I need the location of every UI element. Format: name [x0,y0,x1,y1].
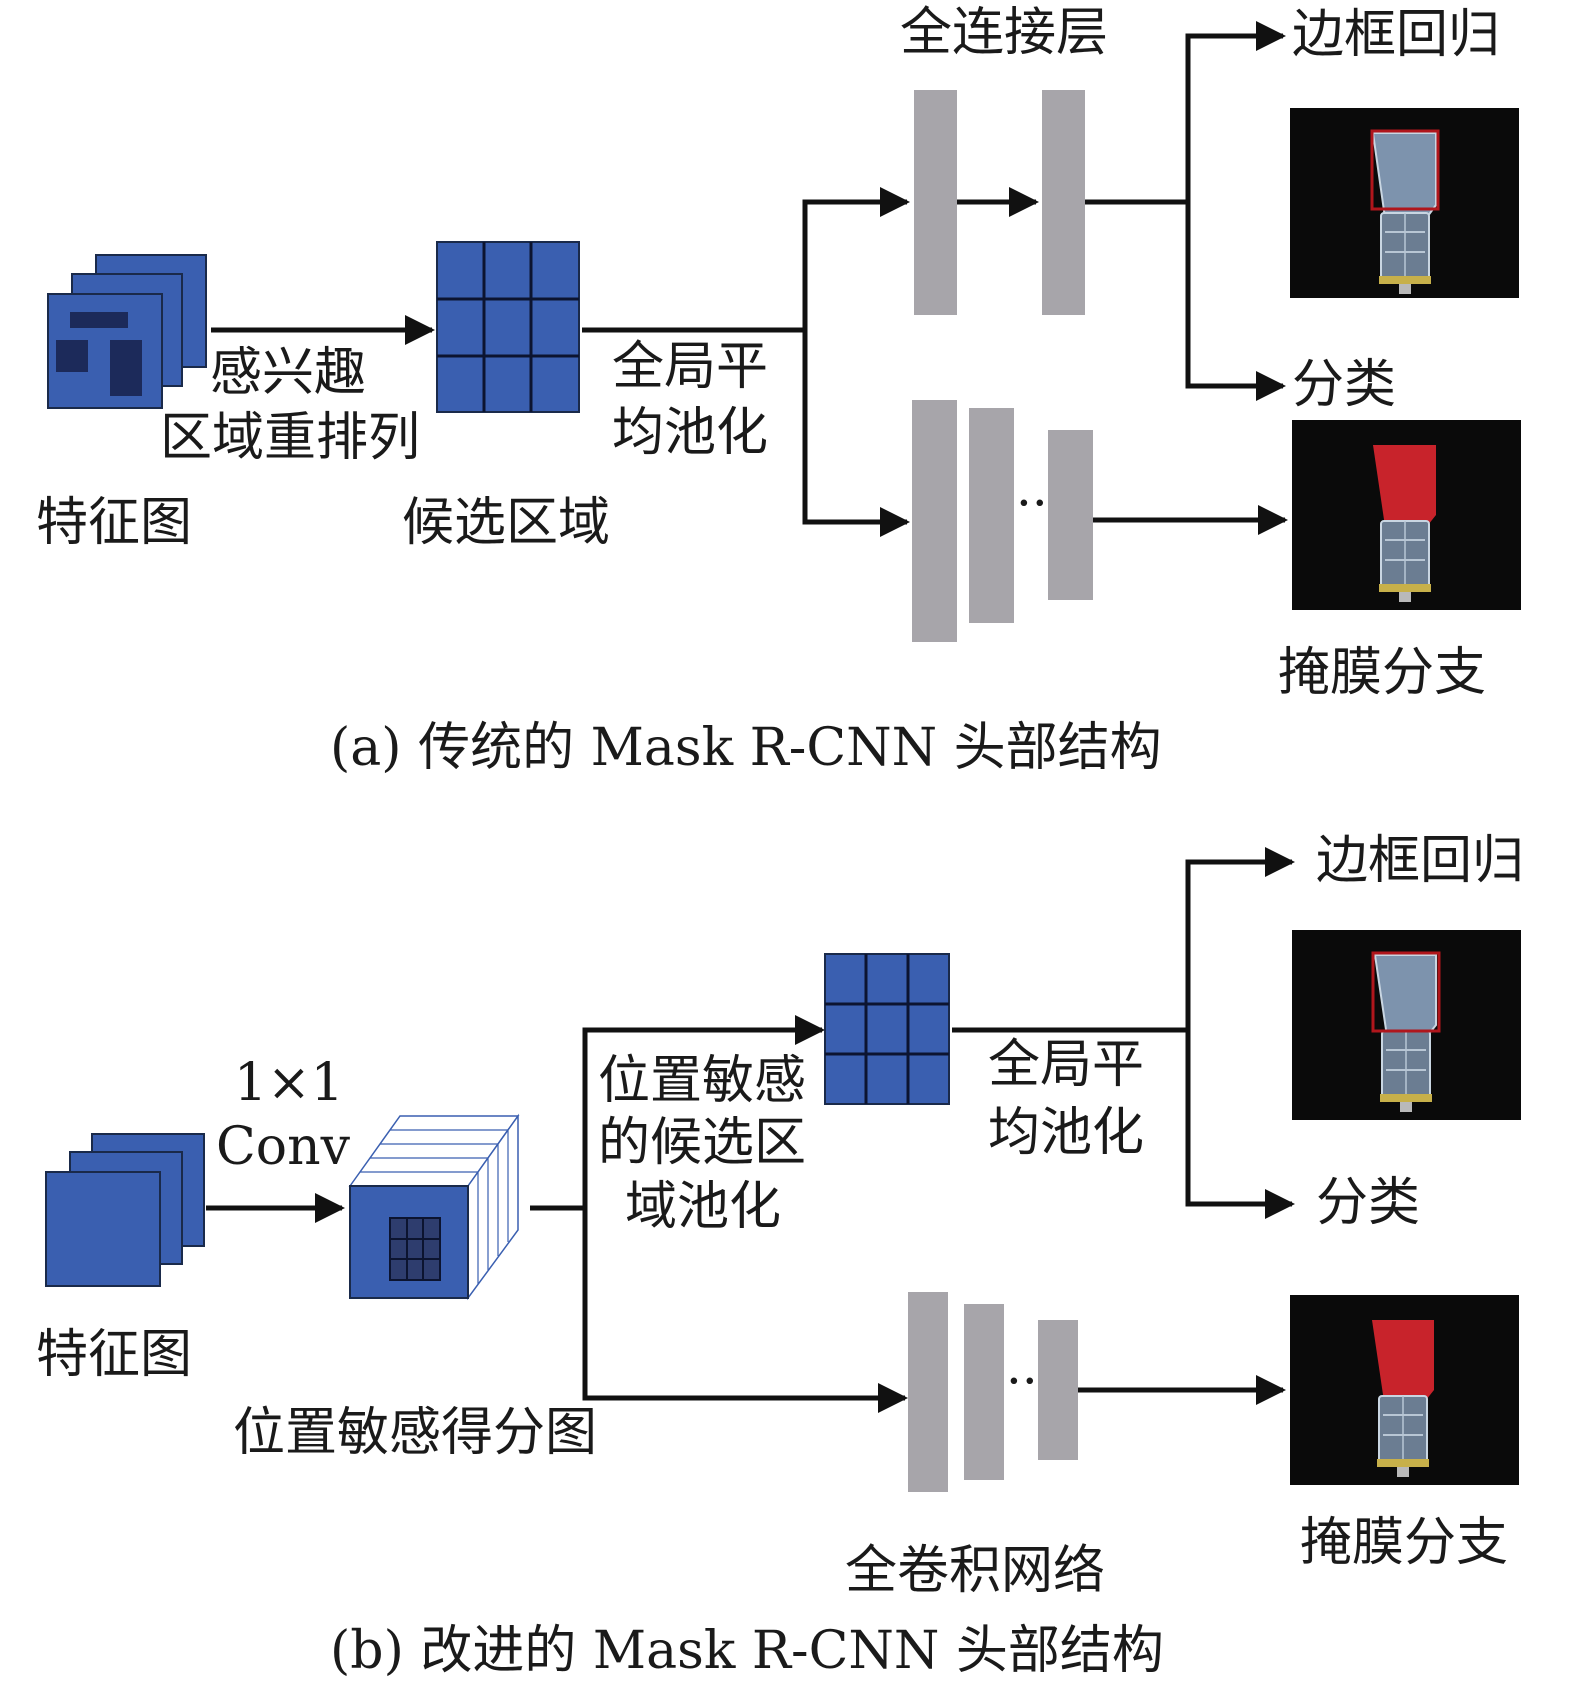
conv-label-line1: 1×1 [234,1053,344,1113]
roi-align-label-line2: 区域重排列 [160,408,420,468]
panel-b: 特征图 1×1 Conv 位置敏感得分图 位置敏 [36,831,1524,1681]
gap-label-line2-b: 均池化 [988,1103,1144,1163]
bbox-result-image-a [1290,108,1519,298]
arrow-to-mask-branch-b [582,1208,908,1413]
cls-label-b: 分类 [1316,1173,1420,1233]
gap-label-line1-a: 全局平 [612,337,768,397]
feature-map-stack-a [47,254,207,409]
psroi-label-line2: 的候选区 [598,1113,806,1173]
feature-map-label-b: 特征图 [36,1325,192,1385]
arrow-to-cls-b [1185,1030,1295,1219]
roi-align-label-line1: 感兴趣 [210,343,366,403]
arrow-to-fc [802,187,910,522]
psroi-label-line3: 域池化 [625,1177,781,1237]
arrow-to-bbox-a [1185,21,1286,386]
bbox-label-a: 边框回归 [1292,5,1500,65]
fc-layer-2 [1042,90,1085,315]
mask-conv-layer-1-a [912,400,957,642]
gap-label-line2-a: 均池化 [612,403,768,463]
mask-branch-label-b: 掩膜分支 [1300,1513,1508,1573]
gap-label-line1-b: 全局平 [988,1035,1144,1095]
feature-map-stack-b [45,1133,205,1287]
mask-result-image-a [1292,420,1521,610]
fcn-layer-1 [908,1292,948,1492]
mask-conv-layer-3-a [1048,430,1093,600]
psroi-label-line1: 位置敏感 [598,1051,806,1111]
arrow-to-mask-branch-a [802,330,910,537]
score-map-label: 位置敏感得分图 [233,1403,597,1463]
fcn-label: 全卷积网络 [845,1541,1105,1601]
panel-a: 特征图 感兴趣 区域重排列 候选区域 全局平 均池化 全连接层 边框回归 分类 [36,3,1521,778]
score-map-block [348,1113,520,1301]
mask-conv-layer-2-a [969,408,1014,623]
pooled-region-grid-b [824,953,950,1105]
fc-layer-1 [914,90,957,315]
caption-a: (a) 传统的 Mask R-CNN 头部结构 [330,718,1162,778]
conv-label-line2: Conv [216,1117,351,1177]
arrow-to-bbox-b [1185,847,1295,1204]
fcn-layer-2 [964,1304,1004,1480]
fcn-layer-3 [1038,1320,1078,1460]
fc-label: 全连接层 [900,3,1108,63]
feature-map-label-a: 特征图 [36,493,192,553]
mask-result-image-b [1290,1295,1519,1485]
cls-label-a: 分类 [1292,355,1396,415]
bbox-label-b: 边框回归 [1316,831,1524,891]
caption-b: (b) 改进的 Mask R-CNN 头部结构 [330,1621,1164,1681]
candidate-region-label-a: 候选区域 [402,493,610,553]
arrow-to-cls-a [1185,202,1286,401]
candidate-region-grid-a [436,241,580,413]
mask-branch-label-a: 掩膜分支 [1278,643,1486,703]
bbox-result-image-b [1292,930,1521,1120]
